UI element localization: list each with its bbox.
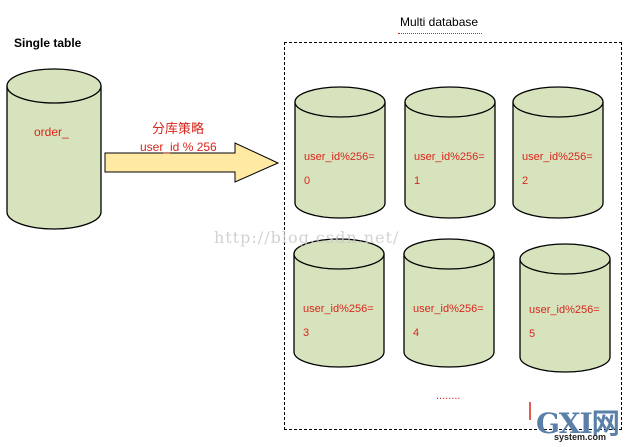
db-label-text: user_id%256= <box>303 303 374 315</box>
db-label-text: user_id%256= <box>304 151 375 163</box>
db-index: 0 <box>304 175 311 187</box>
db-label-0: user_id%256= 0 <box>304 145 375 193</box>
db-label-text: user_id%256= <box>413 303 484 315</box>
db-index: 1 <box>414 175 421 187</box>
single-table-label: order_ <box>34 125 69 139</box>
db-label-4: user_id%256= 4 <box>413 297 484 345</box>
strategy-name: 分库策略 <box>152 121 205 136</box>
db-index: 2 <box>522 175 529 187</box>
db-label-1: user_id%256= 1 <box>414 145 485 193</box>
strategy-arrow <box>104 142 280 183</box>
single-table-title: Single table <box>14 36 82 50</box>
db-label-2: user_id%256= 2 <box>522 145 593 193</box>
db-cylinder-4 <box>403 238 495 368</box>
db-label-5: user_id%256= 5 <box>529 298 600 346</box>
db-cylinder-1 <box>404 86 496 219</box>
db-cylinder-0 <box>294 86 386 219</box>
single-table-cylinder <box>6 68 102 230</box>
db-cylinder-3 <box>293 238 385 368</box>
site-logo: GXI网 system.com <box>536 406 626 446</box>
db-label-text: user_id%256= <box>522 151 593 163</box>
db-cylinder-5 <box>519 243 611 373</box>
multi-database-title: Multi database <box>400 15 479 29</box>
logo-brand: GXI网 <box>536 407 620 440</box>
db-label-text: user_id%256= <box>414 151 485 163</box>
spellcheck-underline <box>398 30 482 34</box>
more-databases-ellipsis: ........ <box>436 390 461 402</box>
strategy-formula: user_id % 256 <box>140 140 217 154</box>
db-label-text: user_id%256= <box>529 304 600 316</box>
db-index: 4 <box>413 327 420 339</box>
watermark: http://blog.csdn.net/ <box>214 228 400 247</box>
db-label-3: user_id%256= 3 <box>303 297 374 345</box>
logo-site: system.com <box>554 432 607 442</box>
multi-database-container <box>284 42 622 430</box>
db-cylinder-2 <box>512 86 604 219</box>
db-index: 3 <box>303 327 310 339</box>
db-index: 5 <box>529 328 536 340</box>
